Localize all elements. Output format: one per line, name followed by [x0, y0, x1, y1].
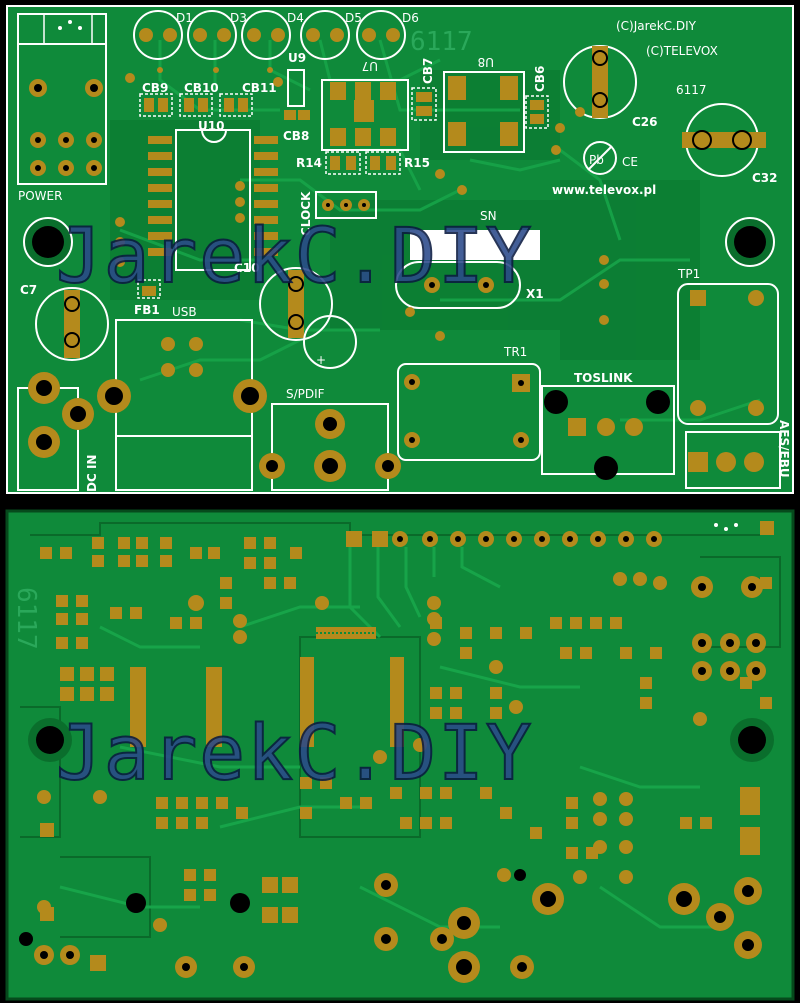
smd-pads	[40, 537, 772, 971]
mounting-hole	[23, 217, 73, 267]
plus-mark: +	[316, 353, 326, 367]
u8-label: U8	[478, 55, 494, 69]
copyright-line2: (C)TELEVOX	[646, 44, 718, 58]
polarized-cap	[303, 315, 357, 369]
u9-label: U9	[288, 51, 306, 65]
board-number-bottom: 6117	[11, 587, 41, 650]
toslink-label: TOSLINK	[574, 371, 633, 385]
ic-u10	[148, 129, 278, 271]
aes-ebu-label: AES/EBU	[777, 420, 791, 478]
d5-label: D5	[345, 11, 362, 25]
svg-text:Pb: Pb	[589, 153, 604, 167]
d1-label: D1	[176, 11, 193, 25]
resistors-r14-r15	[330, 156, 396, 170]
tr1-label: TR1	[503, 345, 527, 359]
cb9-label: CB9	[142, 81, 168, 95]
pb-free-symbol: Pb	[583, 141, 617, 175]
pcb-top-view: POWER D1 D3 D4 D5 D6 6117 CB9 CB10 CB11	[0, 0, 800, 497]
r15-label: R15	[404, 156, 430, 170]
capacitor-c26	[563, 45, 637, 119]
watermark-top: JarekC.DIY	[56, 211, 534, 300]
tp1-label: TP1	[677, 267, 700, 281]
cb7-label: CB7	[421, 58, 435, 84]
copyright-line1: (C)JarekC.DIY	[616, 19, 697, 33]
dc-in-label: DC IN	[85, 455, 99, 492]
through-holes	[19, 572, 766, 983]
led-row	[133, 10, 406, 60]
watermark-bottom: JarekC.DIY	[56, 708, 534, 797]
u9-outline	[287, 69, 305, 107]
toslink-connector	[541, 385, 675, 480]
u10-label: U10	[198, 119, 224, 133]
spdif-label: S/PDIF	[286, 387, 325, 401]
spdif-connector	[259, 403, 401, 491]
d4-label: D4	[287, 11, 304, 25]
cb8-label: CB8	[283, 129, 309, 143]
power-label: POWER	[18, 189, 62, 203]
capacitor-c10	[259, 267, 333, 341]
board-number: 6117	[676, 83, 707, 97]
pcb-bottom-view: 6117	[0, 507, 800, 1003]
x1-label: X1	[526, 287, 544, 301]
d6-label: D6	[402, 11, 419, 25]
crystal-x1	[395, 261, 521, 309]
ic-u7	[321, 79, 409, 151]
serial-number-box	[410, 230, 540, 260]
clock-label: CLOCK	[299, 191, 313, 236]
c7-label: C7	[20, 283, 37, 297]
website-label: www.televox.pl	[552, 183, 656, 197]
transformer-tp1	[677, 283, 779, 425]
c32-label: C32	[752, 171, 778, 185]
mounting-hole	[28, 718, 72, 762]
cb11-label: CB11	[242, 81, 277, 95]
fb1-label: FB1	[134, 303, 160, 317]
vias	[115, 67, 609, 341]
mounting-hole	[730, 718, 774, 762]
dc-in-jack	[17, 372, 94, 491]
cb6-label: CB6	[533, 66, 547, 92]
mounting-hole	[725, 217, 775, 267]
ic-u8	[443, 71, 525, 153]
board-number-faded: 6117	[410, 27, 473, 57]
capacitor-c32	[682, 103, 766, 177]
sn-label: SN	[480, 209, 497, 223]
usb-label: USB	[172, 305, 197, 319]
u7-label: U7	[362, 59, 378, 73]
usb-connector	[97, 319, 267, 491]
cb10-label: CB10	[184, 81, 219, 95]
r14-label: R14	[296, 156, 322, 170]
smd-caps-cb	[144, 98, 248, 112]
c10-label: C10	[234, 261, 260, 275]
capacitor-c7	[35, 287, 109, 361]
aes-ebu-connector	[685, 431, 781, 489]
d3-label: D3	[230, 11, 247, 25]
ce-mark: CE	[622, 155, 638, 169]
transformer-tr1	[397, 363, 541, 461]
clock-header	[315, 191, 377, 219]
qfp-ic	[130, 627, 404, 747]
c26-label: C26	[632, 115, 658, 129]
power-connector	[17, 13, 107, 185]
